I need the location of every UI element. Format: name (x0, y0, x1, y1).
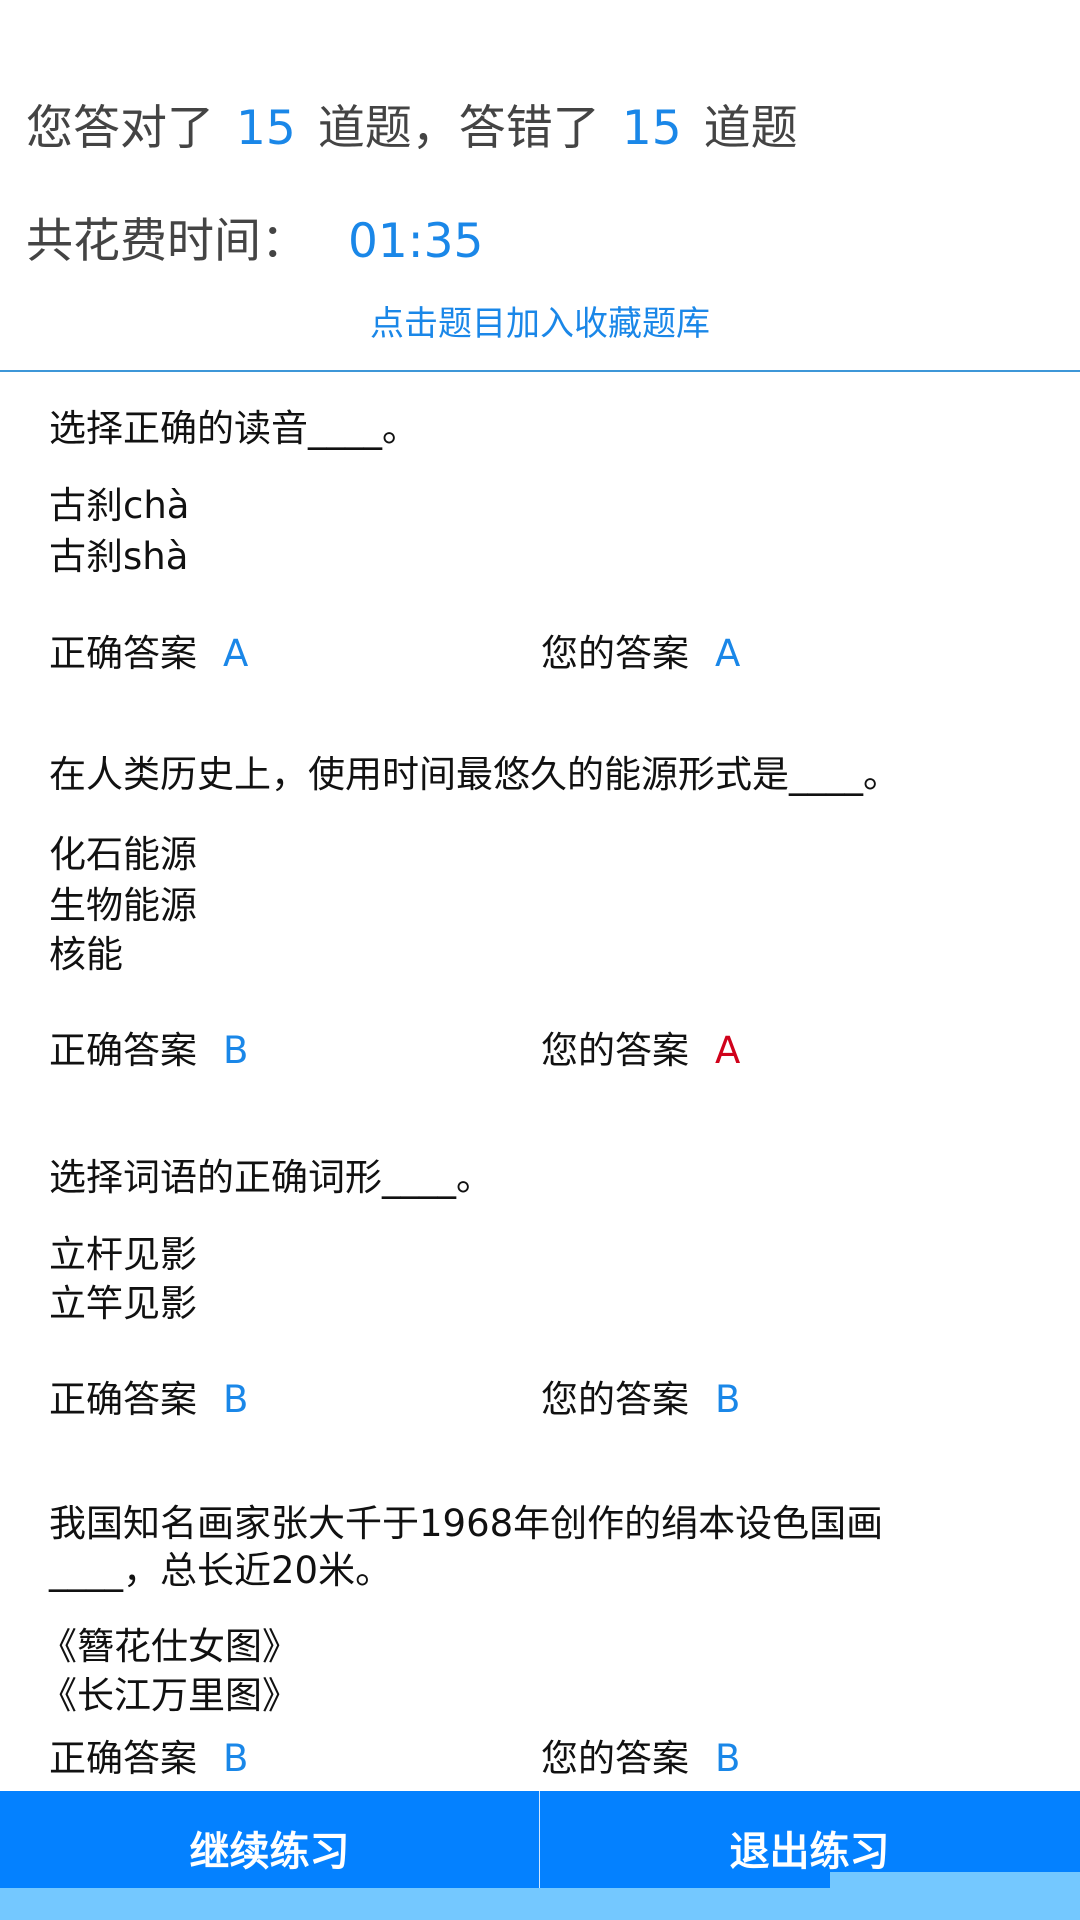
correct-answer-label: 正确答案 (49, 632, 197, 675)
correct-answer-label: 正确答案 (49, 1737, 197, 1780)
option: 古刹chà (49, 484, 190, 527)
question-title[interactable]: 选择正确的读音____。 (49, 407, 419, 450)
your-answer: 您的答案 B (541, 1734, 740, 1784)
your-answer-value: B (715, 1737, 741, 1780)
your-answer: 您的答案 A (541, 629, 740, 679)
bottom-action-bar: 继续练习 退出练习 (0, 1791, 1080, 1888)
your-answer-value: B (715, 1378, 741, 1421)
add-to-favorites-link[interactable]: 点击题目加入收藏题库 (370, 304, 710, 344)
your-answer-label: 您的答案 (541, 632, 689, 675)
option: 立杆见影 (49, 1233, 197, 1276)
your-answer-label: 您的答案 (541, 1029, 689, 1072)
your-answer: 您的答案 B (541, 1375, 740, 1425)
correct-answer-label: 正确答案 (49, 1378, 197, 1421)
correct-answer-value: A (223, 632, 249, 675)
question-title-line2[interactable]: ____，总长近20米。 (49, 1549, 393, 1592)
correct-answer-label: 正确答案 (49, 1029, 197, 1072)
option: 化石能源 (49, 833, 197, 876)
button-separator (539, 1791, 540, 1888)
continue-practice-button[interactable]: 继续练习 (189, 1828, 350, 1875)
question-title[interactable]: 我国知名画家张大千于1968年创作的绢本设色国画 (49, 1502, 884, 1545)
correct-answer: 正确答案 B (49, 1375, 248, 1425)
bottom-strip (0, 1888, 1080, 1920)
question-title[interactable]: 选择词语的正确词形____。 (49, 1156, 493, 1199)
wrong-count: 15 (621, 101, 682, 156)
summary-text: 您答对了 (26, 101, 214, 156)
time-value: 01:35 (348, 214, 484, 269)
your-answer: 您的答案 A (541, 1026, 740, 1076)
option: 《簪花仕女图》 (40, 1625, 299, 1668)
time-label: 共花费时间： (26, 214, 308, 269)
option: 《长江万里图》 (40, 1674, 299, 1717)
question-title[interactable]: 在人类历史上，使用时间最悠久的能源形式是____。 (49, 753, 900, 796)
option: 古刹shà (49, 535, 189, 578)
score-summary: 您答对了 15 道题，答错了 15 道题 (26, 99, 798, 159)
correct-answer-value: B (223, 1029, 249, 1072)
time-summary: 共花费时间： 01:35 (26, 212, 505, 272)
summary-text: 道题 (703, 101, 798, 156)
your-answer-label: 您的答案 (541, 1378, 689, 1421)
correct-answer-value: B (223, 1378, 249, 1421)
option: 生物能源 (49, 884, 197, 927)
bottom-strip (830, 1872, 1080, 1888)
summary-text: 道题，答错了 (317, 101, 600, 156)
your-answer-value: A (715, 632, 741, 675)
correct-answer-value: B (223, 1737, 249, 1780)
correct-answer: 正确答案 B (49, 1026, 248, 1076)
correct-count: 15 (236, 101, 296, 156)
divider (0, 370, 1080, 372)
correct-answer: 正确答案 A (49, 629, 248, 679)
your-answer-value: A (715, 1029, 741, 1072)
correct-answer: 正确答案 B (49, 1734, 248, 1784)
exit-practice-button[interactable]: 退出练习 (729, 1828, 890, 1875)
your-answer-label: 您的答案 (541, 1737, 689, 1780)
option: 核能 (49, 933, 123, 976)
option: 立竿见影 (49, 1282, 197, 1325)
